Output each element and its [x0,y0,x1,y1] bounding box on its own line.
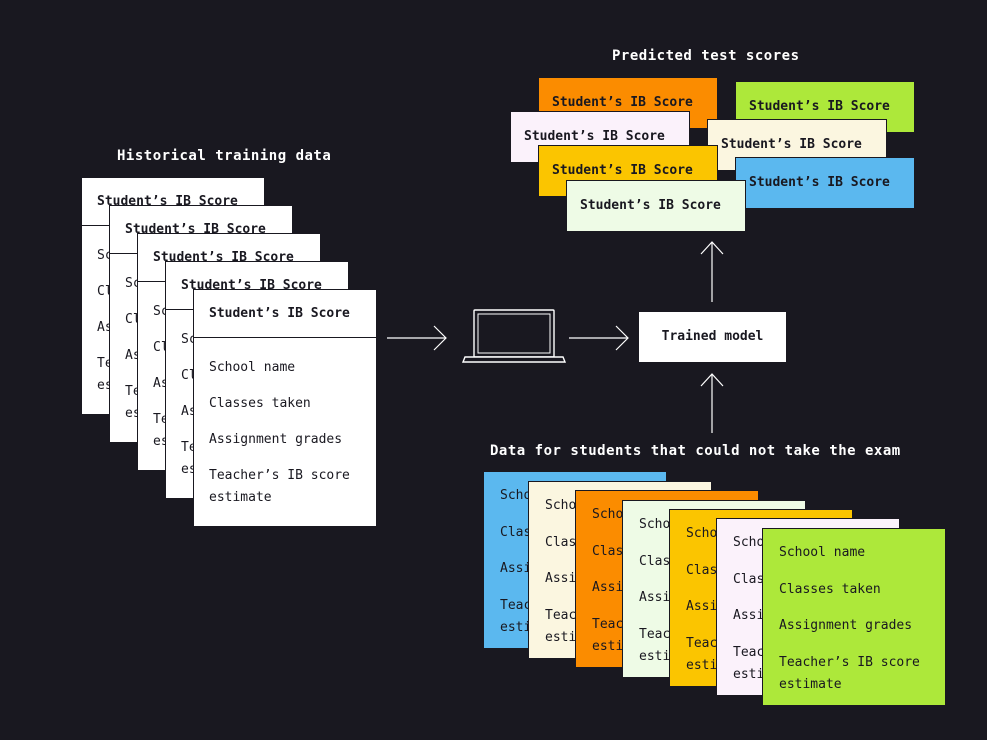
field-teacher-estimate: Teacher’s IB score estimate [209,468,350,505]
student-card-green: School name Classes taken Assignment gra… [762,528,946,706]
field-classes-taken: Classes taken [209,396,311,411]
arrow-right-icon [569,325,629,351]
arrow-up-icon [700,373,724,433]
field-assignment-grades: Assignment grades [209,432,343,447]
arrow-right-icon [387,325,447,351]
field-school-name: School name [779,545,866,560]
field-school-name: School name [209,360,296,375]
laptop-icon [461,309,567,363]
no-exam-heading: Data for students that could not take th… [490,443,901,459]
field-classes-taken: Classes taken [779,581,881,597]
arrow-up-icon [700,241,724,302]
predicted-heading: Predicted test scores [612,48,800,64]
trained-model-box: Trained model [638,311,787,363]
training-card-5: Student’s IB Score School name Classes t… [193,289,377,527]
historical-heading: Historical training data [117,148,332,164]
score-card-mint: Student’s IB Score [566,180,746,232]
score-card-blue: Student’s IB Score [735,157,915,209]
field-teacher-estimate: Teacher’s IB score estimate [779,654,920,692]
card-title: Student’s IB Score [194,290,376,338]
field-assignment-grades: Assignment grades [779,618,913,633]
